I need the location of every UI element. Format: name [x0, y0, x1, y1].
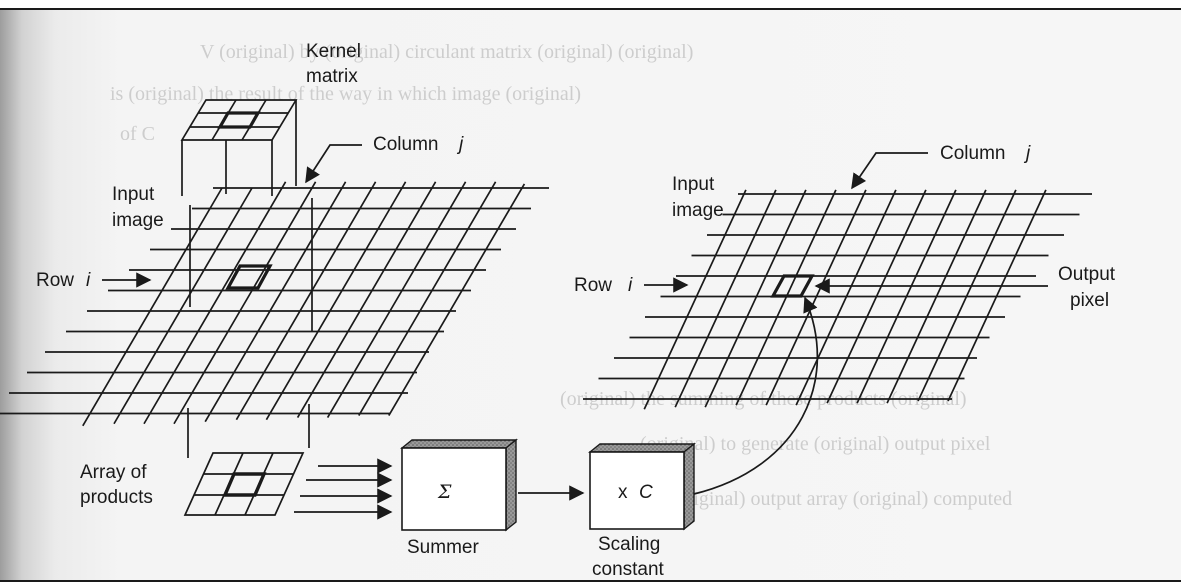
- array-of-products-label-2: products: [80, 487, 153, 508]
- grid-column-line: [113, 187, 253, 425]
- output-curve-arrow: [693, 296, 819, 495]
- column-label-left: Column j: [373, 134, 464, 155]
- grid-column-line: [826, 189, 927, 404]
- summer-box: [400, 438, 518, 532]
- input-image-label-left-2: image: [112, 210, 164, 231]
- svg-text:V (original) by (origina: V (original) by (original) circulant mat…: [200, 41, 693, 63]
- scaling-constant-label-2: constant: [592, 559, 665, 580]
- scaling-constant-box: [588, 442, 696, 531]
- grid-column-line: [143, 181, 287, 425]
- kernel-matrix-label-2: matrix: [306, 66, 358, 87]
- column-pointer-right: [851, 152, 928, 190]
- grid-column-line: [917, 189, 1017, 402]
- svg-text:Column: Column: [940, 143, 1005, 164]
- row-label-right: Row i: [574, 275, 633, 296]
- scale-x: x: [618, 482, 628, 503]
- column-pointer-left: [305, 144, 362, 184]
- input-image-label-right-2: image: [672, 200, 724, 221]
- grid-column-line: [765, 189, 867, 406]
- grid-column-line: [643, 189, 747, 410]
- svg-text:j: j: [456, 134, 464, 155]
- array-of-products-label-1: Array of: [80, 462, 147, 483]
- grid-column-line: [235, 181, 377, 421]
- svg-text:j: j: [1023, 143, 1031, 164]
- summer-label: Summer: [407, 537, 479, 558]
- bottom-rule: [0, 580, 1181, 587]
- top-rule: [0, 0, 1181, 10]
- output-pixel-cell: [770, 274, 815, 298]
- sigma-symbol: Σ: [437, 481, 452, 503]
- grid-column-line: [886, 189, 987, 404]
- svg-text:Row: Row: [574, 275, 612, 296]
- svg-text:of C: of C: [120, 123, 155, 145]
- product-arrows: [294, 458, 393, 520]
- array-of-products-grid: [183, 452, 305, 516]
- grid-column-line: [947, 189, 1047, 402]
- kernel-column: [180, 99, 313, 458]
- grid-column-line: [265, 181, 407, 421]
- svg-text:(original) to generate (: (original) to generate (original) output…: [640, 433, 991, 455]
- kernel-matrix-label-1: Kernel: [306, 41, 361, 62]
- grid-column-line: [704, 189, 807, 408]
- grid-column-line: [388, 183, 526, 416]
- grid-column-line: [358, 181, 497, 416]
- scale-c: C: [639, 482, 653, 503]
- svg-text:Row: Row: [36, 270, 74, 291]
- grid-column-line: [82, 187, 223, 427]
- column-label-right: Column j: [940, 143, 1031, 164]
- grid-column-line: [296, 181, 437, 419]
- svg-text:Column: Column: [373, 134, 438, 155]
- grid-column-line: [204, 181, 347, 423]
- grid-column-line: [674, 189, 777, 408]
- input-image-grid-right: [583, 189, 1092, 410]
- svg-text:(original) output array: (original) output array (original) compu…: [670, 488, 1012, 510]
- input-image-label-right-1: Input: [672, 174, 715, 195]
- output-pixel-label-1: Output: [1058, 264, 1116, 285]
- output-pixel-label-2: pixel: [1070, 290, 1109, 311]
- left-highlight-pixel: [225, 264, 273, 290]
- svg-text:i: i: [628, 275, 633, 296]
- input-image-grid-left: [0, 181, 549, 427]
- scaling-constant-label-1: Scaling: [598, 534, 660, 555]
- grid-column-line: [856, 189, 957, 404]
- grid-column-line: [326, 181, 467, 419]
- grid-column-line: [795, 189, 897, 406]
- row-label-left: Row i: [36, 270, 91, 291]
- input-image-label-left-1: Input: [112, 184, 155, 205]
- svg-text:i: i: [86, 270, 91, 291]
- grid-column-line: [173, 181, 317, 425]
